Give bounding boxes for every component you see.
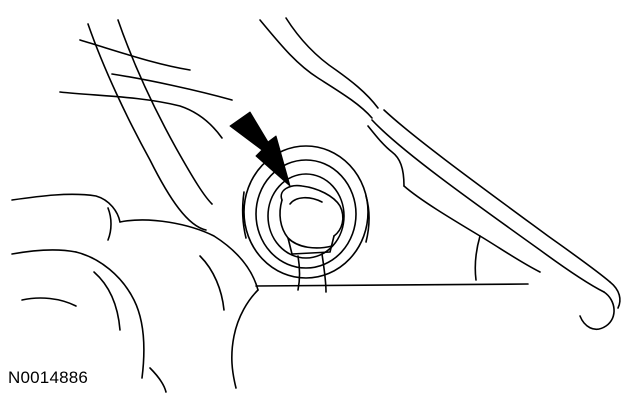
cable-left (87, 19, 213, 231)
strut-right (371, 109, 621, 331)
upper-body-contours (59, 17, 379, 139)
lower-casting (11, 193, 259, 393)
leader-arrow (229, 111, 291, 187)
grommet-rings (241, 145, 370, 279)
bracket (255, 125, 541, 287)
figure-id-label: N0014886 (8, 368, 89, 387)
connector-plug (279, 184, 344, 293)
